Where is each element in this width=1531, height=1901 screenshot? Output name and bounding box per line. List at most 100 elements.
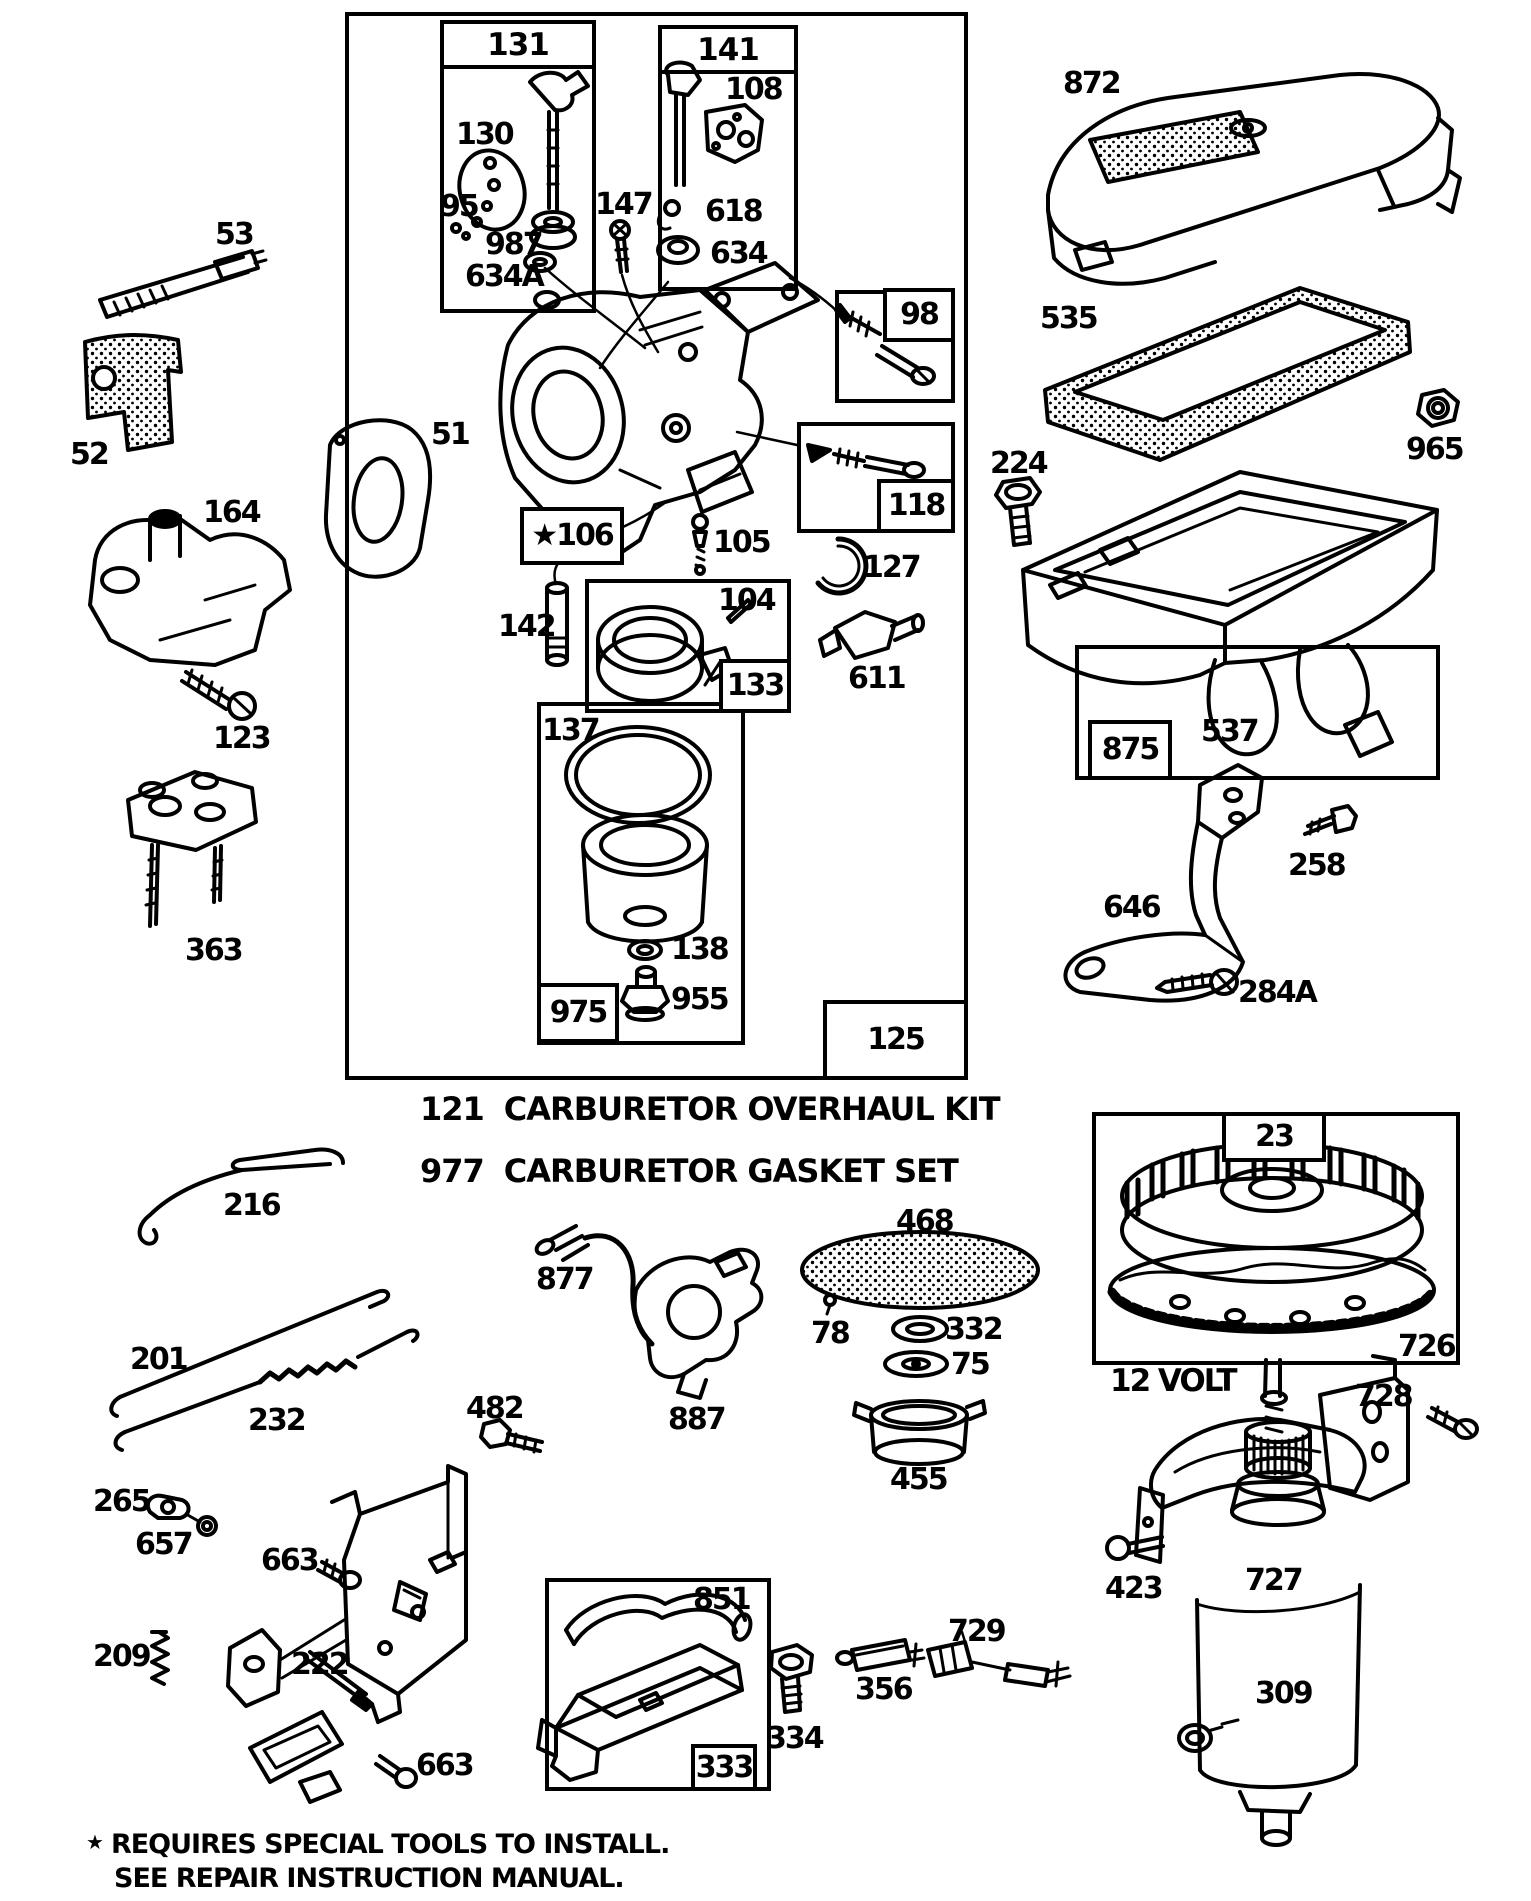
part-label-332: 332	[945, 1312, 1004, 1347]
governor-link-216-art	[137, 1147, 345, 1246]
throttle-link-201-art	[109, 1289, 391, 1418]
part-label-987: 987	[485, 227, 544, 262]
starter-drive-art	[1230, 1358, 1326, 1527]
part-label-265: 265	[93, 1484, 152, 1519]
part-label-618: 618	[705, 194, 764, 229]
part-label-53: 53	[215, 217, 255, 252]
part-label-232: 232	[248, 1403, 307, 1438]
part-label-108: 108	[725, 72, 784, 107]
footnote: ★REQUIRES SPECIAL TOOLS TO INSTALL. SEE …	[86, 1828, 670, 1896]
bolt-482-art	[479, 1418, 544, 1454]
fuel-bowl-art	[581, 813, 709, 944]
gasket-52-art	[83, 333, 183, 452]
part-label-147: 147	[595, 187, 654, 222]
starter-motor-309-art	[1177, 1583, 1362, 1847]
part-label-729: 729	[948, 1614, 1007, 1649]
kit-note-gasket-number: 977	[420, 1152, 485, 1190]
part-label-75: 75	[951, 1347, 991, 1382]
part-label-657: 657	[135, 1527, 194, 1562]
part-label-222: 222	[291, 1647, 350, 1682]
part-label-209: 209	[93, 1639, 152, 1674]
part-label-105: 105	[713, 525, 772, 560]
screw-728-art	[1426, 1405, 1479, 1440]
flywheel-726-art	[1107, 1140, 1437, 1334]
kit-note-gasket-text: CARBURETOR GASKET SET	[503, 1152, 959, 1190]
air-filter-535-art	[1043, 286, 1412, 462]
callout-chip-125: 125	[823, 1000, 968, 1080]
callout-chip-875: 875	[1088, 720, 1172, 780]
part-label-52: 52	[70, 437, 110, 472]
part-label-258: 258	[1288, 848, 1347, 883]
needle-assembly-131-art	[523, 70, 590, 273]
star-icon: ★	[86, 1830, 104, 1854]
callout-box-118	[797, 422, 955, 533]
callout-box-main	[345, 12, 968, 1080]
callout-box-875	[1075, 645, 1440, 780]
idle-mixture-98-art	[834, 303, 936, 386]
nut-965-art	[1416, 388, 1460, 428]
part-label-634a: 634A	[465, 259, 545, 294]
air-cleaner-base-537-art	[1021, 470, 1439, 758]
part-label-284a: 284A	[1238, 975, 1318, 1010]
callout-box-141: 141	[658, 25, 798, 291]
diaphragm-130-art	[450, 148, 527, 241]
part-label-851: 851	[693, 1582, 752, 1617]
carburetor-body-art	[498, 261, 820, 562]
screw-284a-art	[1155, 968, 1239, 996]
part-label-123: 123	[213, 721, 272, 756]
callout-chip-975: 975	[537, 983, 619, 1043]
part-label-877: 877	[536, 1262, 595, 1297]
spring-link-232-art	[113, 1328, 420, 1452]
voltage-label: 12 VOLT	[1110, 1363, 1237, 1399]
part-label-455: 455	[890, 1462, 949, 1497]
part-label-95: 95	[440, 189, 480, 224]
washer-138-art	[627, 939, 663, 961]
callout-box-133	[585, 579, 791, 713]
control-bracket-222-art	[226, 1464, 468, 1804]
part-label-356: 356	[855, 1672, 914, 1707]
part-label-127: 127	[863, 550, 922, 585]
callout-box-851	[545, 1578, 771, 1791]
air-cleaner-cover-872-art	[1046, 72, 1462, 286]
clip-265-art	[145, 1493, 191, 1520]
part-label-78: 78	[811, 1316, 851, 1351]
callout-box-131-header: 131	[444, 24, 592, 69]
cable-356-729-art	[835, 1630, 1072, 1688]
footnote-line-1-text: REQUIRES SPECIAL TOOLS TO INSTALL.	[110, 1829, 670, 1860]
part-label-468: 468	[896, 1204, 955, 1239]
kit-note-gasket-set: 977 CARBURETOR GASKET SET	[420, 1152, 959, 1190]
needle-valve-118-art	[806, 443, 926, 479]
bolt-657-art	[184, 1512, 218, 1537]
part-label-334: 334	[766, 1721, 825, 1756]
callout-chip-118: 118	[877, 479, 955, 533]
screw-663-top-art	[316, 1558, 362, 1590]
spring-209-art	[150, 1630, 170, 1686]
screen-468-art	[800, 1230, 1040, 1310]
screw-147-art	[609, 219, 631, 274]
bowl-screw-955-art	[620, 965, 670, 1022]
bolt-334-art	[769, 1643, 814, 1714]
callout-chip-333: 333	[691, 1744, 757, 1791]
part-label-535: 535	[1040, 301, 1099, 336]
screw-258-art	[1303, 804, 1358, 836]
part-label-727: 727	[1245, 1563, 1304, 1598]
o-ring-127-art	[815, 536, 869, 596]
part-label-164: 164	[203, 495, 262, 530]
ignition-module-887-art	[632, 1247, 764, 1400]
part-label-137: 137	[542, 713, 601, 748]
kit-note-overhaul-number: 121	[420, 1090, 485, 1128]
part-label-872: 872	[1063, 66, 1122, 101]
cup-455-art	[852, 1399, 987, 1466]
part-label-51: 51	[431, 417, 471, 452]
part-label-216: 216	[223, 1188, 282, 1223]
callout-chip-98: 98	[883, 288, 955, 342]
fuel-pipe-142-art	[545, 581, 569, 667]
washer-332-art	[891, 1315, 949, 1343]
pin-78-art	[823, 1293, 837, 1316]
elbow-fitting-611-art	[818, 610, 925, 660]
shaft-141-art	[656, 60, 764, 265]
bracket-363-art	[126, 770, 258, 928]
